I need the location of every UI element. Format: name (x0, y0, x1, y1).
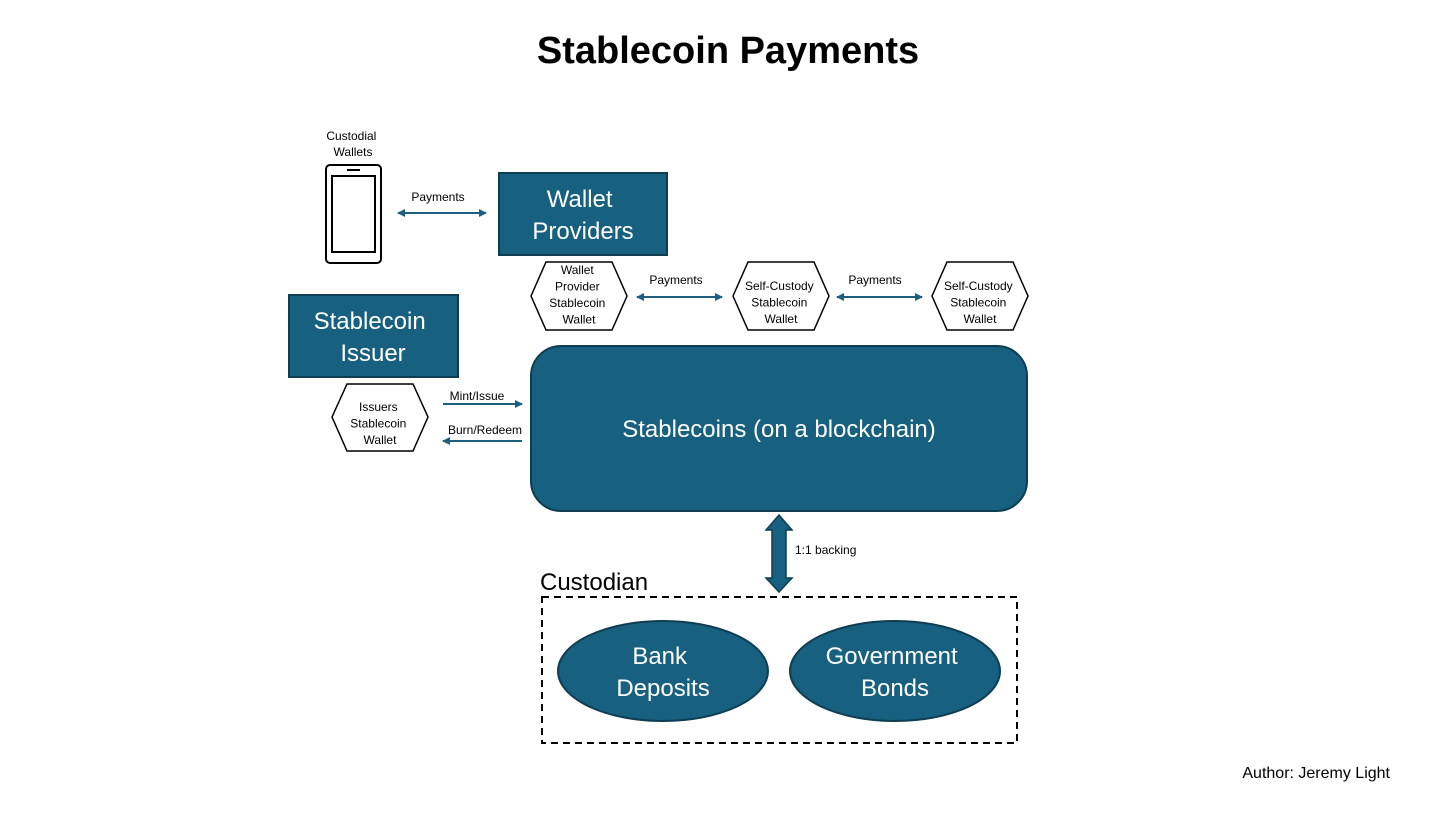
stablecoins-blockchain-box: Stablecoins (on a blockchain) (530, 345, 1028, 512)
custodian-container (541, 596, 1018, 744)
svg-text:Issuers Stablecoin: Issuers Stablecoin Wallet (350, 400, 409, 447)
smartphone-icon (325, 164, 382, 264)
payments-label-self-self: Payments (848, 273, 901, 287)
custodial-wallets-label: Custodial Wallets (326, 129, 379, 159)
bank-deposits-ellipse: Bank Deposits (557, 620, 769, 722)
page-title: Stablecoin Payments (536, 30, 920, 72)
hexagon-issuers-stablecoin-wallet: Issuers Stablecoin Wallet (331, 383, 429, 452)
svg-text:Government Bonds: Government Bonds (826, 643, 965, 702)
svg-text:Stablecoins (on a blockchain): Stablecoins (on a blockchain) (622, 416, 936, 443)
mint-issue-label: Mint/Issue (450, 389, 505, 403)
stablecoin-issuer-box: Stablecoin Issuer (288, 294, 459, 378)
wallet-providers-box: Wallet Providers (498, 172, 668, 256)
backing-label: 1:1 backing (795, 543, 856, 557)
hexagon-wallet-provider-stablecoin-wallet: Wallet Provider Stablecoin Wallet (530, 261, 628, 331)
government-bonds-ellipse: Government Bonds (789, 620, 1001, 722)
svg-text:Bank Deposits: Bank Deposits (616, 643, 709, 702)
author-credit: Author: Jeremy Light (1242, 765, 1390, 782)
svg-text:Wallet Provider St: Wallet Provider Stablecoin Wallet (549, 263, 608, 327)
custodian-label: Custodian (540, 569, 648, 596)
hexagon-self-custody-wallet-1: Self-Custody Stablecoin Wallet (732, 261, 830, 331)
svg-text:Self-Custody Stablecoin: Self-Custody Stablecoin Wallet (745, 279, 817, 326)
payments-label-wallet-self: Payments (649, 273, 702, 287)
backing-double-arrow (764, 513, 794, 594)
svg-text:Self-Custody Stablecoin: Self-Custody Stablecoin Wallet (944, 279, 1016, 326)
svg-text:Wallet Providers: Wallet Providers (532, 186, 633, 245)
burn-redeem-label: Burn/Redeem (448, 423, 522, 437)
payments-label-phone: Payments (411, 190, 464, 204)
svg-text:Stablecoin Issuer: Stablecoin Issuer (314, 308, 433, 367)
hexagon-self-custody-wallet-2: Self-Custody Stablecoin Wallet (931, 261, 1029, 331)
